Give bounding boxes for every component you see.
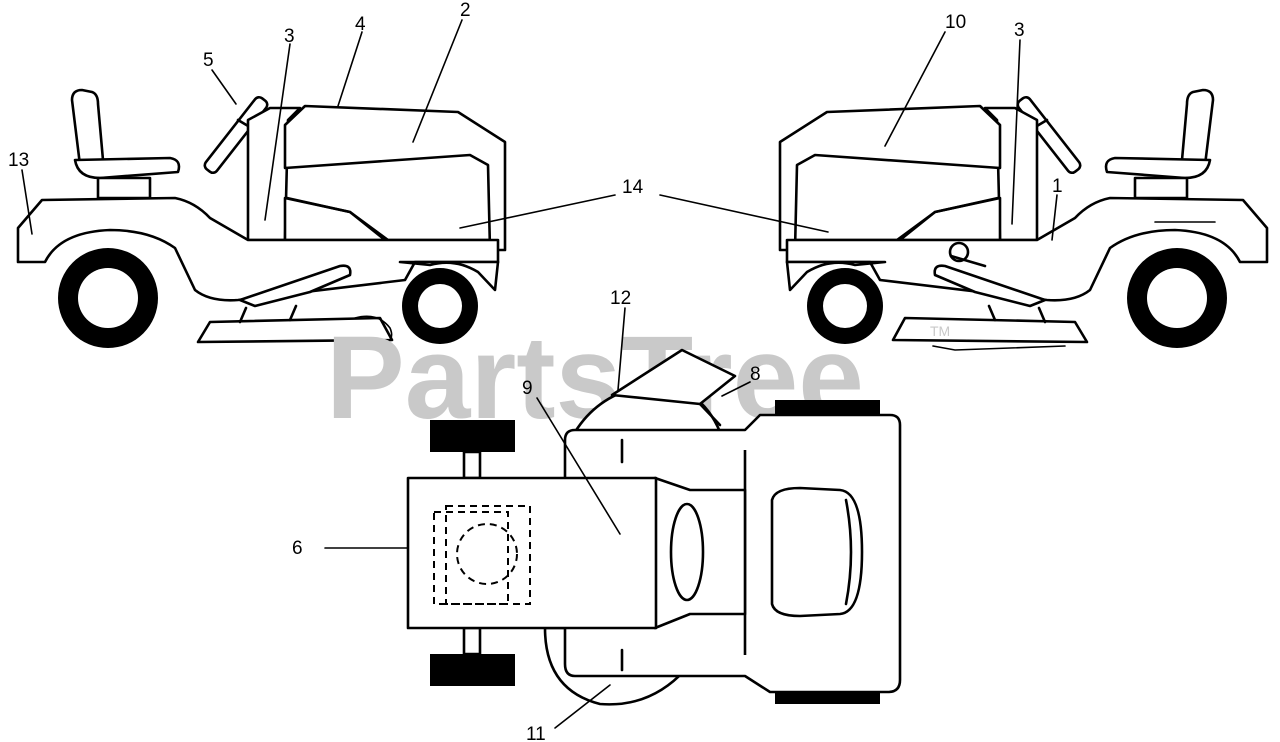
callout-5: 5 xyxy=(203,50,214,71)
callout-4: 4 xyxy=(355,14,366,35)
steering-wheel-top xyxy=(669,502,705,602)
mower-top-view xyxy=(406,348,902,706)
front-tire-bottom-right xyxy=(775,690,880,704)
mower-left-view xyxy=(16,88,507,348)
callout-2: 2 xyxy=(460,0,471,21)
callout-8: 8 xyxy=(750,364,761,385)
callout-3-right: 3 xyxy=(1014,20,1025,41)
leader-lines xyxy=(21,19,1058,729)
callout-labels: 13 5 3 4 2 14 10 3 1 12 8 9 6 11 xyxy=(8,0,1063,742)
mower-deck xyxy=(196,316,394,344)
fuel-cap-dashed xyxy=(456,523,518,585)
seat-base xyxy=(96,176,152,200)
callout-14: 14 xyxy=(622,177,644,198)
callout-1: 1 xyxy=(1052,176,1063,197)
discharge-chute xyxy=(354,315,393,345)
seat-outline-dashed xyxy=(433,511,509,605)
callout-12: 12 xyxy=(610,288,631,309)
rear-tire-top-left xyxy=(430,420,515,452)
rear-wheel-rim xyxy=(78,268,138,328)
mower-right-view xyxy=(778,88,1269,351)
callout-9: 9 xyxy=(522,378,533,399)
front-wheel-rim xyxy=(418,284,462,328)
rear-tire-bottom-left xyxy=(430,654,515,686)
pedal xyxy=(238,264,352,308)
front-frame xyxy=(398,260,500,292)
callout-6: 6 xyxy=(292,538,303,559)
seat-cushion xyxy=(73,156,181,180)
watermark-trademark: TM xyxy=(930,323,950,339)
discharge-chute-top xyxy=(610,348,737,406)
seat-area-top xyxy=(406,476,658,630)
seat-back xyxy=(70,88,105,166)
hood-side-panel xyxy=(283,196,387,242)
grille xyxy=(770,486,864,618)
rear-fender-body xyxy=(16,196,500,302)
callout-3-left: 3 xyxy=(284,26,295,47)
deck-hanger xyxy=(238,304,298,324)
callout-13: 13 xyxy=(8,150,29,171)
front-tire-top-right xyxy=(775,400,880,418)
callout-11: 11 xyxy=(526,724,546,742)
steering-wheel xyxy=(203,95,269,175)
callout-10: 10 xyxy=(945,12,966,33)
